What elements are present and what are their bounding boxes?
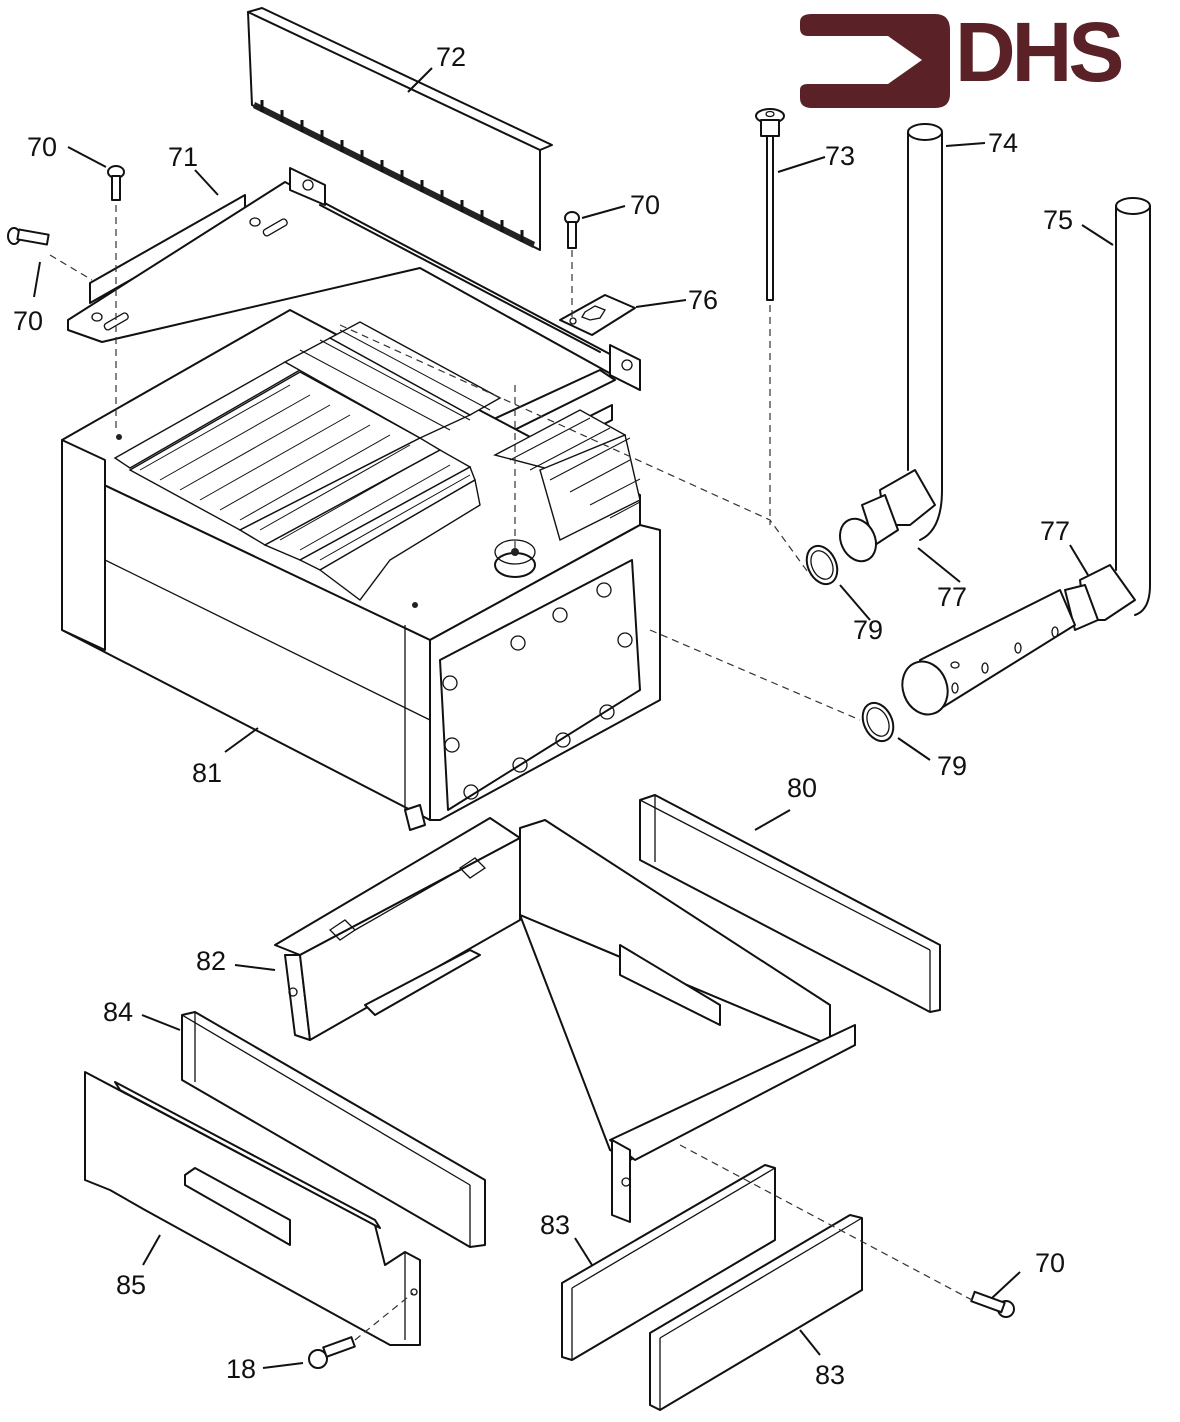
callout-76: 76 [688,285,719,315]
callout-83: 83 [815,1360,846,1390]
part-72-shield [247,7,553,251]
part-83-block-b [649,1214,863,1411]
callout-81: 81 [192,758,223,788]
part-73-probe [755,108,785,301]
dhs-logo-arrow-icon [800,14,950,108]
callout-70: 70 [630,190,661,220]
callout-84: 84 [103,997,134,1027]
callout-85: 85 [116,1270,147,1300]
callout-77: 77 [937,582,968,612]
dhs-logo-text: DHS [955,5,1124,99]
callout-70: 70 [13,306,44,336]
part-74-pipe [805,123,943,586]
callout-77: 77 [1040,516,1071,546]
part-84-panel [181,1011,486,1248]
callout-79: 79 [937,751,968,781]
part-71-bracket [67,167,641,391]
callout-18: 18 [226,1354,257,1384]
callout-74: 74 [988,128,1019,158]
callout-75: 75 [1043,205,1074,235]
screw-70-bottom-right [970,1290,1015,1318]
callout-73: 73 [825,141,856,171]
screw-70-top-left [107,165,125,201]
callout-71: 71 [168,142,199,172]
callout-80: 80 [787,773,818,803]
part-80-panel [639,794,941,1013]
heat-exchanger-fins [113,321,641,601]
alignment-lines [49,205,973,1341]
screw-18 [308,1336,356,1369]
part-83-block-a [561,1164,776,1361]
callout-70: 70 [1035,1248,1066,1278]
part-82-frame [274,817,856,1223]
callout-83: 83 [540,1210,571,1240]
leader-lines [33,67,1114,1369]
screw-70-mid [564,211,580,249]
callout-72: 72 [436,42,467,72]
part-76-gasket [559,294,636,336]
screw-70-left [7,227,50,246]
callout-82: 82 [196,946,227,976]
part-85-cover [84,1071,421,1346]
callout-79: 79 [853,615,884,645]
callout-70: 70 [27,132,58,162]
part-75-pipe [861,197,1151,743]
